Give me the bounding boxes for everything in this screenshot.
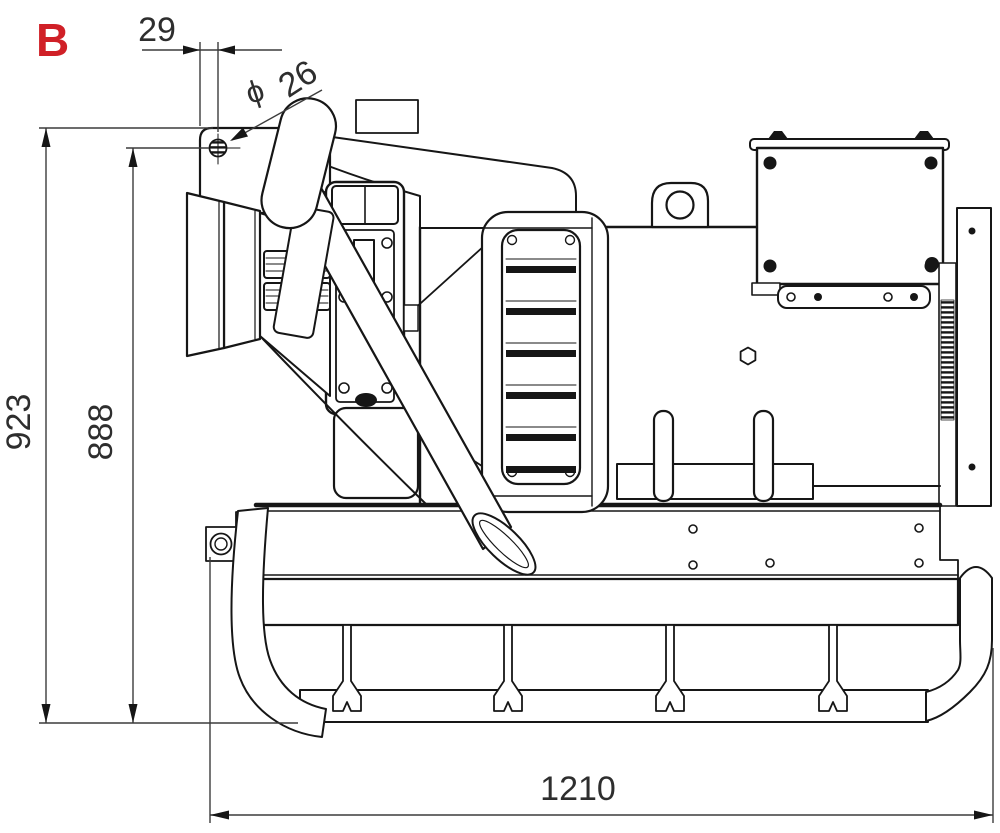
lifting-eye [650,181,710,229]
lower-deck [253,502,960,627]
top-cover-box [749,131,950,309]
dim-hole-offset [142,42,282,132]
flail-tine [655,624,685,712]
support-posts [616,409,814,503]
flail-tines [332,624,848,712]
apron-band [256,577,960,627]
dim-hitch-pin-height [126,147,209,723]
machine-body [185,97,993,738]
view-label: B [36,14,69,66]
dim-text-hole-offset: 29 [138,11,176,49]
louver-slats [506,266,576,473]
dim-text-hitch-pin-height: 888 [82,404,120,461]
cone-sweep-edge [261,337,429,507]
dim-text-overall-height: 923 [0,394,38,451]
top-link-bracket [355,99,419,134]
bolt-head [768,131,788,139]
top-hood [317,134,577,229]
dim-hole-diameter [230,89,323,141]
dim-text-diameter-symbol: ϕ [241,72,268,111]
mount-bracket [777,285,931,309]
bolt-head [914,131,934,139]
dimension-annotations: 29 ϕ 26 923 888 1210 [0,11,994,823]
flail-tine [818,624,848,712]
hitch-arm [260,97,419,339]
flail-tine [493,624,523,712]
vent-strip [940,299,955,421]
front-guard-tube [230,507,327,738]
dim-text-overall-length: 1210 [540,770,616,808]
dim-overall-height [39,127,298,724]
rear-panel [925,207,992,507]
dim-text-hole-diameter: 26 [272,53,324,105]
arm-ball-end [471,512,537,576]
rear-guard-tube [925,566,993,722]
flail-tine [332,624,362,712]
belt-guard [480,210,610,514]
dim-overall-length [209,557,994,823]
hex-plug [739,346,757,366]
